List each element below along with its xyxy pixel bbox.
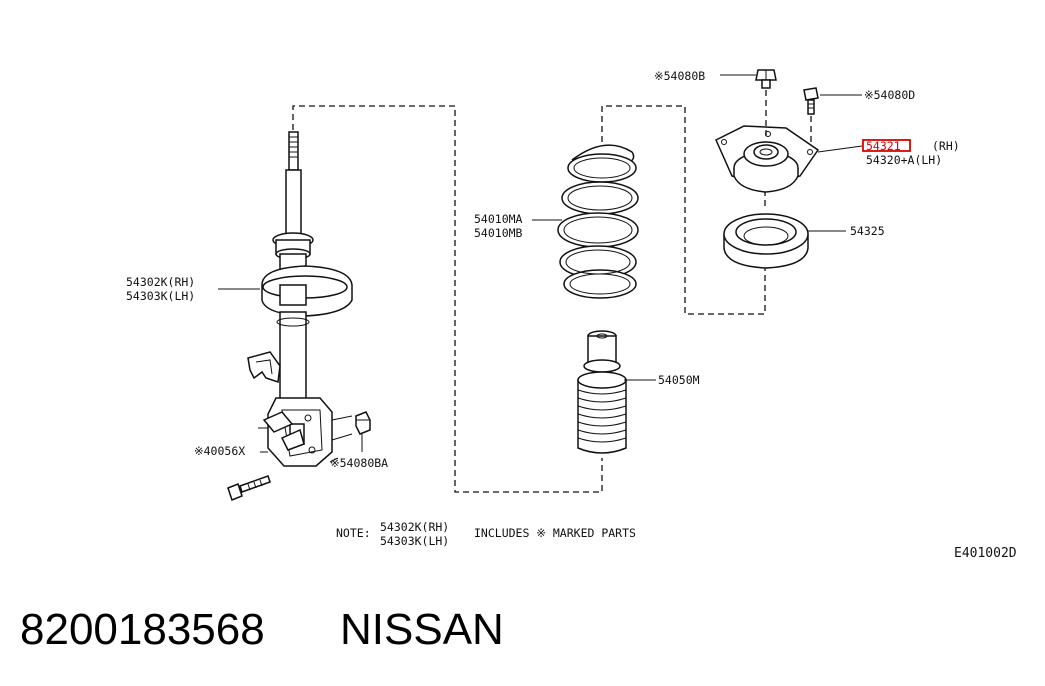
label-54303k: 54303K(LH) [126, 289, 195, 303]
label-54321-suffix: (RH) [932, 139, 960, 153]
leader-54080ba [329, 457, 339, 463]
diagram-code: E401002D [954, 546, 1017, 561]
nut-54080ba [355, 411, 371, 435]
label-54080d: ※54080D [864, 88, 915, 102]
brand-name: NISSAN [340, 605, 504, 654]
label-54302k: 54302K(RH) [126, 275, 195, 289]
note-line-2: 54303K(LH) [380, 534, 449, 548]
coil-spring [557, 144, 639, 299]
bolt-54080b [755, 69, 777, 89]
label-54050m: 54050M [658, 373, 700, 387]
note-line-1: 54302K(RH) [380, 520, 449, 534]
spring-seat [723, 213, 809, 269]
highlight-box-54321 [862, 139, 911, 152]
assembly-guide-line-spring [601, 105, 766, 315]
bolt-40056x [227, 475, 271, 501]
label-54320-lh: 54320+A(LH) [866, 153, 942, 167]
label-54080ba: ※54080BA [330, 456, 388, 470]
label-40056x: ※40056X [194, 444, 245, 458]
note-prefix: NOTE: [336, 526, 371, 540]
strut-assembly [247, 131, 353, 467]
part-number: 8200183568 [20, 605, 265, 654]
note-suffix: INCLUDES ※ MARKED PARTS [474, 526, 636, 540]
label-54080b: ※54080B [654, 69, 705, 83]
label-54010ma: 54010MA [474, 212, 523, 226]
label-54321: 54321 [866, 139, 901, 153]
assembly-guide-line-left [292, 105, 603, 493]
bound-bumper [577, 330, 627, 454]
label-54325: 54325 [850, 224, 885, 238]
bolt-54080d [803, 87, 819, 115]
leader-mount [817, 145, 863, 153]
label-54010mb: 54010MB [474, 226, 523, 240]
strut-mount [715, 125, 820, 193]
